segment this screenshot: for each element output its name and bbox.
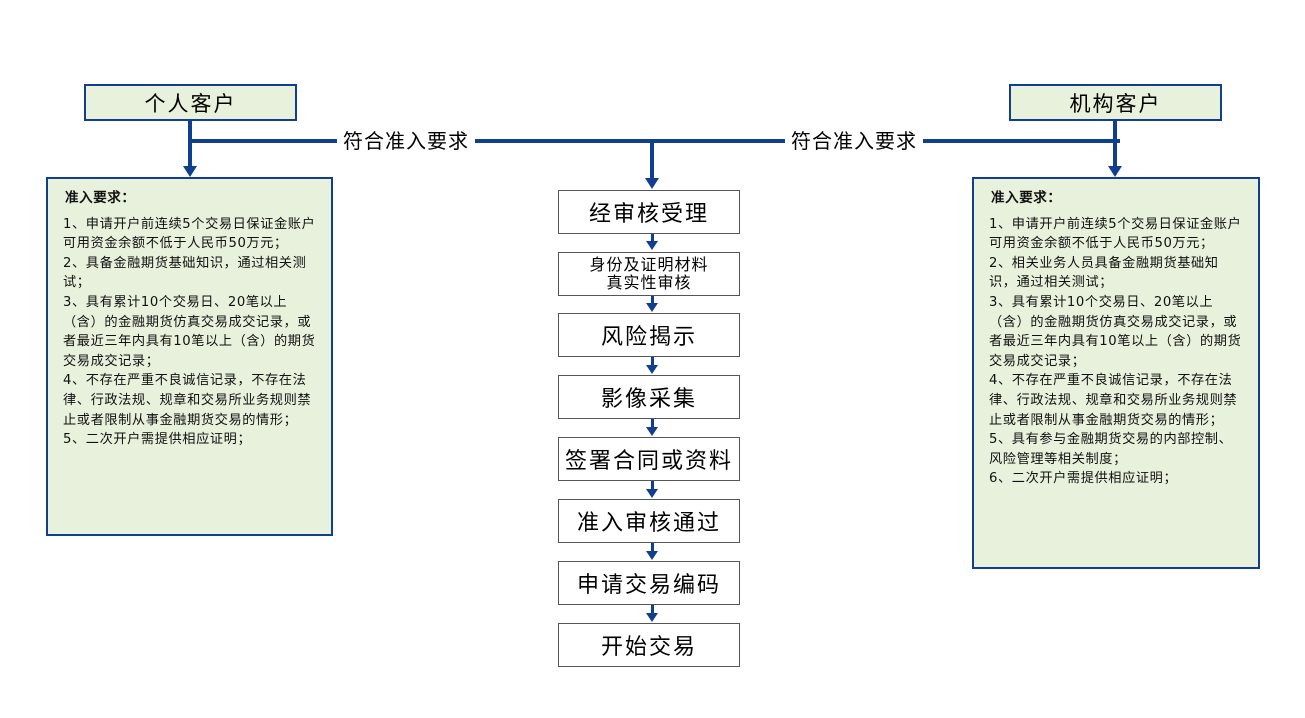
step-connector	[651, 296, 654, 304]
step-arrow-icon	[646, 613, 658, 622]
step-connector	[651, 357, 654, 366]
institution-requirements-panel: 准入要求： 1、申请开户前连续5个交易日保证金账户可用资金余额不低于人民币50万…	[972, 177, 1260, 569]
requirement-item: 6、二次开户需提供相应证明；	[989, 471, 1178, 487]
requirement-item: 2、具备金融期货基础知识，通过相关测试；	[63, 255, 307, 291]
individual-customer-box: 个人客户	[84, 84, 297, 121]
institution-arrow-icon	[1108, 166, 1122, 177]
institution-customer-title: 机构客户	[1069, 91, 1162, 116]
step-connector	[651, 234, 654, 242]
step-connector	[651, 605, 654, 614]
institution-connector	[1113, 119, 1117, 167]
individual-requirements-panel: 准入要求： 1、申请开户前连续5个交易日保证金账户可用资金余额不低于人民币50万…	[46, 177, 333, 536]
main-connector-line	[188, 139, 1120, 143]
requirement-item: 4、不存在严重不良诚信记录，不存在法律、行政法规、规章和交易所业务规则禁止或者限…	[989, 373, 1238, 428]
center-arrow-icon	[645, 178, 659, 189]
step-arrow-icon	[646, 241, 658, 250]
process-step-sign-contract: 签署合同或资料	[558, 437, 740, 481]
requirement-item: 3、具有累计10个交易日、20笔以上（含）的金融期货仿真交易成交记录，或者最近三…	[989, 294, 1242, 369]
step-connector	[651, 419, 654, 428]
individual-requirements-title: 准入要求：	[65, 190, 136, 206]
requirement-item: 5、具有参与金融期货交易的内部控制、风险管理等相关制度；	[989, 432, 1233, 467]
institution-condition-label: 符合准入要求	[785, 127, 923, 155]
individual-connector	[188, 119, 192, 167]
step-arrow-icon	[646, 489, 658, 498]
step-arrow-icon	[646, 303, 658, 312]
step-connector	[651, 543, 654, 552]
individual-condition-label: 符合准入要求	[337, 127, 475, 155]
institution-requirements-title: 准入要求：	[991, 190, 1062, 206]
process-step-start-trading: 开始交易	[558, 623, 740, 667]
step-arrow-icon	[646, 427, 658, 436]
process-step-risk-disclosure: 风险揭示	[558, 313, 740, 357]
requirement-item: 3、具有累计10个交易日、20笔以上（含）的金融期货仿真交易成交记录，或者最近三…	[63, 294, 316, 369]
individual-arrow-icon	[183, 166, 197, 177]
requirement-item: 1、申请开户前连续5个交易日保证金账户可用资金余额不低于人民币50万元；	[63, 216, 316, 252]
requirement-item: 5、二次开户需提供相应证明；	[63, 432, 252, 448]
process-step-image-capture: 影像采集	[558, 375, 740, 419]
step-arrow-icon	[646, 551, 658, 560]
requirement-item: 2、相关业务人员具备金融期货基础知识，通过相关测试；	[989, 255, 1219, 291]
process-step-identity-verify: 身份及证明材料 真实性审核	[558, 252, 740, 296]
process-step-trading-code: 申请交易编码	[558, 561, 740, 605]
step-arrow-icon	[646, 365, 658, 374]
process-step-review-accept: 经审核受理	[558, 190, 740, 234]
step-connector	[651, 481, 654, 490]
requirement-item: 4、不存在严重不良诚信记录，不存在法律、行政法规、规章和交易所业务规则禁止或者限…	[63, 373, 312, 428]
individual-customer-title: 个人客户	[144, 91, 237, 116]
process-step-approval: 准入审核通过	[558, 499, 740, 543]
requirement-item: 1、申请开户前连续5个交易日保证金账户可用资金余额不低于人民币50万元；	[989, 216, 1242, 252]
institution-customer-box: 机构客户	[1009, 84, 1222, 121]
center-connector	[650, 139, 654, 179]
